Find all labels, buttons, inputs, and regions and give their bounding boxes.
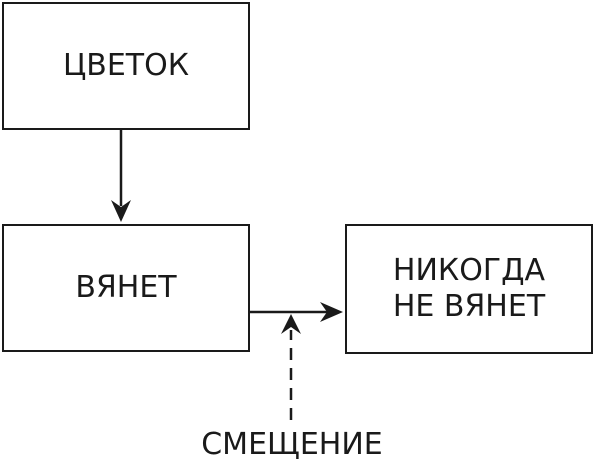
- dashed-arrow-shift: [281, 314, 301, 420]
- flower-box: ЦВЕТОК: [2, 2, 250, 130]
- flower-label: ЦВЕТОК: [62, 48, 190, 83]
- wilts-label: ВЯНЕТ: [75, 270, 177, 305]
- never-wilts-label: НИКОГДА НЕ ВЯНЕТ: [392, 253, 546, 324]
- arrow-flower-to-wilts: [111, 130, 131, 222]
- never-wilts-box: НИКОГДА НЕ ВЯНЕТ: [345, 224, 593, 354]
- arrow-wilts-to-never-wilts: [250, 302, 343, 322]
- shift-caption: СМЕЩЕНИЕ: [201, 427, 383, 462]
- wilts-box: ВЯНЕТ: [2, 224, 250, 352]
